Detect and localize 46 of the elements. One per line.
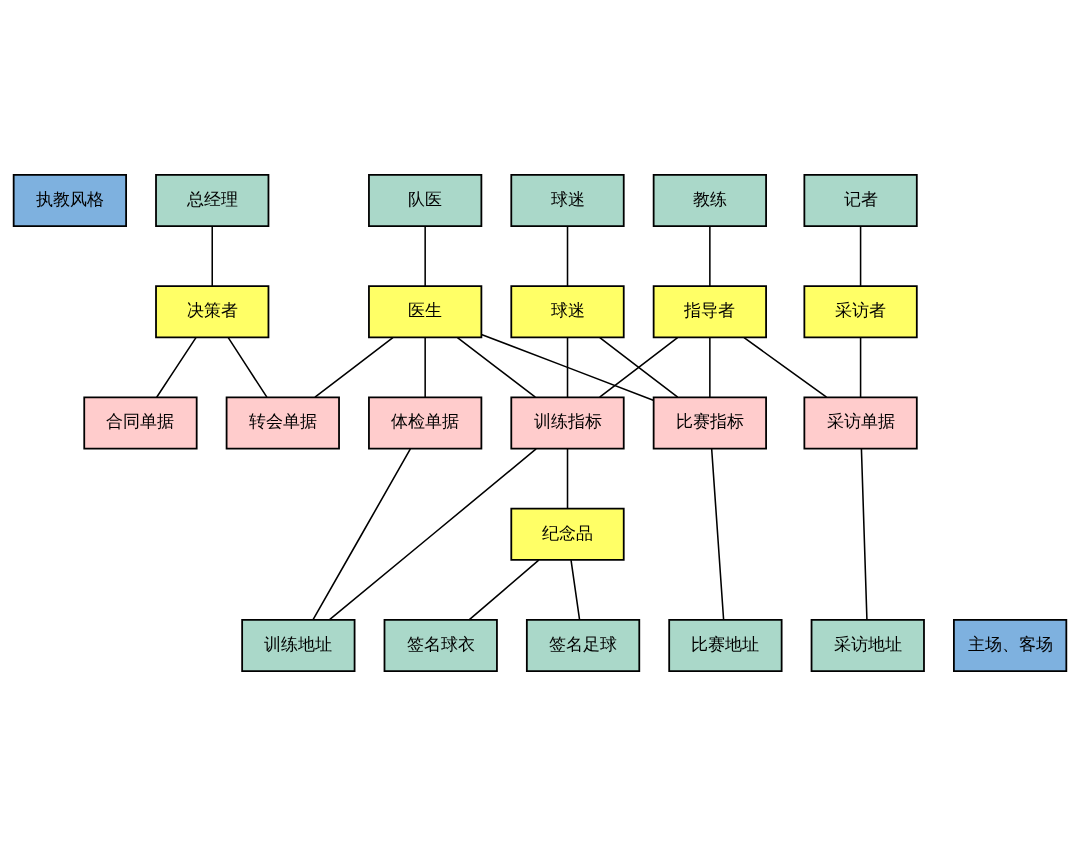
- node-box: 转会单据: [225, 396, 340, 450]
- connector: [859, 225, 862, 287]
- node-box: 球迷: [510, 285, 625, 339]
- connector: [566, 225, 569, 287]
- connector: [566, 336, 569, 398]
- connector: [743, 336, 828, 398]
- node-box: 教练: [652, 173, 767, 228]
- node-box: 队医: [368, 173, 483, 228]
- connector: [312, 448, 412, 621]
- connector: [314, 336, 394, 398]
- connector: [155, 336, 197, 398]
- node-box: 体检单据: [368, 396, 483, 450]
- connector: [328, 448, 537, 621]
- node-box: 比赛指标: [652, 396, 767, 450]
- node-box: 总经理: [155, 173, 270, 228]
- node-box: 指导者: [652, 285, 767, 339]
- connector: [211, 225, 213, 287]
- node-box: 纪念品: [510, 507, 625, 561]
- connector: [227, 336, 268, 398]
- node-box: 医生: [368, 285, 483, 339]
- connector: [424, 336, 426, 398]
- connector: [709, 336, 711, 398]
- node-box: 训练地址: [241, 618, 356, 673]
- connector: [480, 333, 655, 401]
- node-box: 主场、客场: [953, 618, 1068, 673]
- connector: [566, 448, 569, 510]
- connector: [468, 559, 540, 621]
- node-box: 记者: [803, 173, 918, 228]
- node-box: 采访地址: [810, 618, 925, 673]
- connector: [860, 448, 868, 621]
- node-box: 采访单据: [803, 396, 918, 450]
- node-box: 合同单据: [83, 396, 198, 450]
- connector: [709, 225, 711, 287]
- connector: [456, 336, 537, 398]
- node-box: 采访者: [803, 285, 918, 339]
- connector: [424, 225, 426, 287]
- node-box: 决策者: [155, 285, 270, 339]
- node-box: 训练指标: [510, 396, 625, 450]
- node-box: 比赛地址: [668, 618, 783, 673]
- connector: [859, 336, 862, 398]
- node-box: 签名足球: [525, 618, 641, 673]
- connector: [570, 559, 581, 621]
- connector: [710, 448, 725, 621]
- node-box: 球迷: [510, 173, 625, 228]
- node-box: 执教风格: [12, 173, 127, 228]
- node-box: 签名球衣: [383, 618, 498, 673]
